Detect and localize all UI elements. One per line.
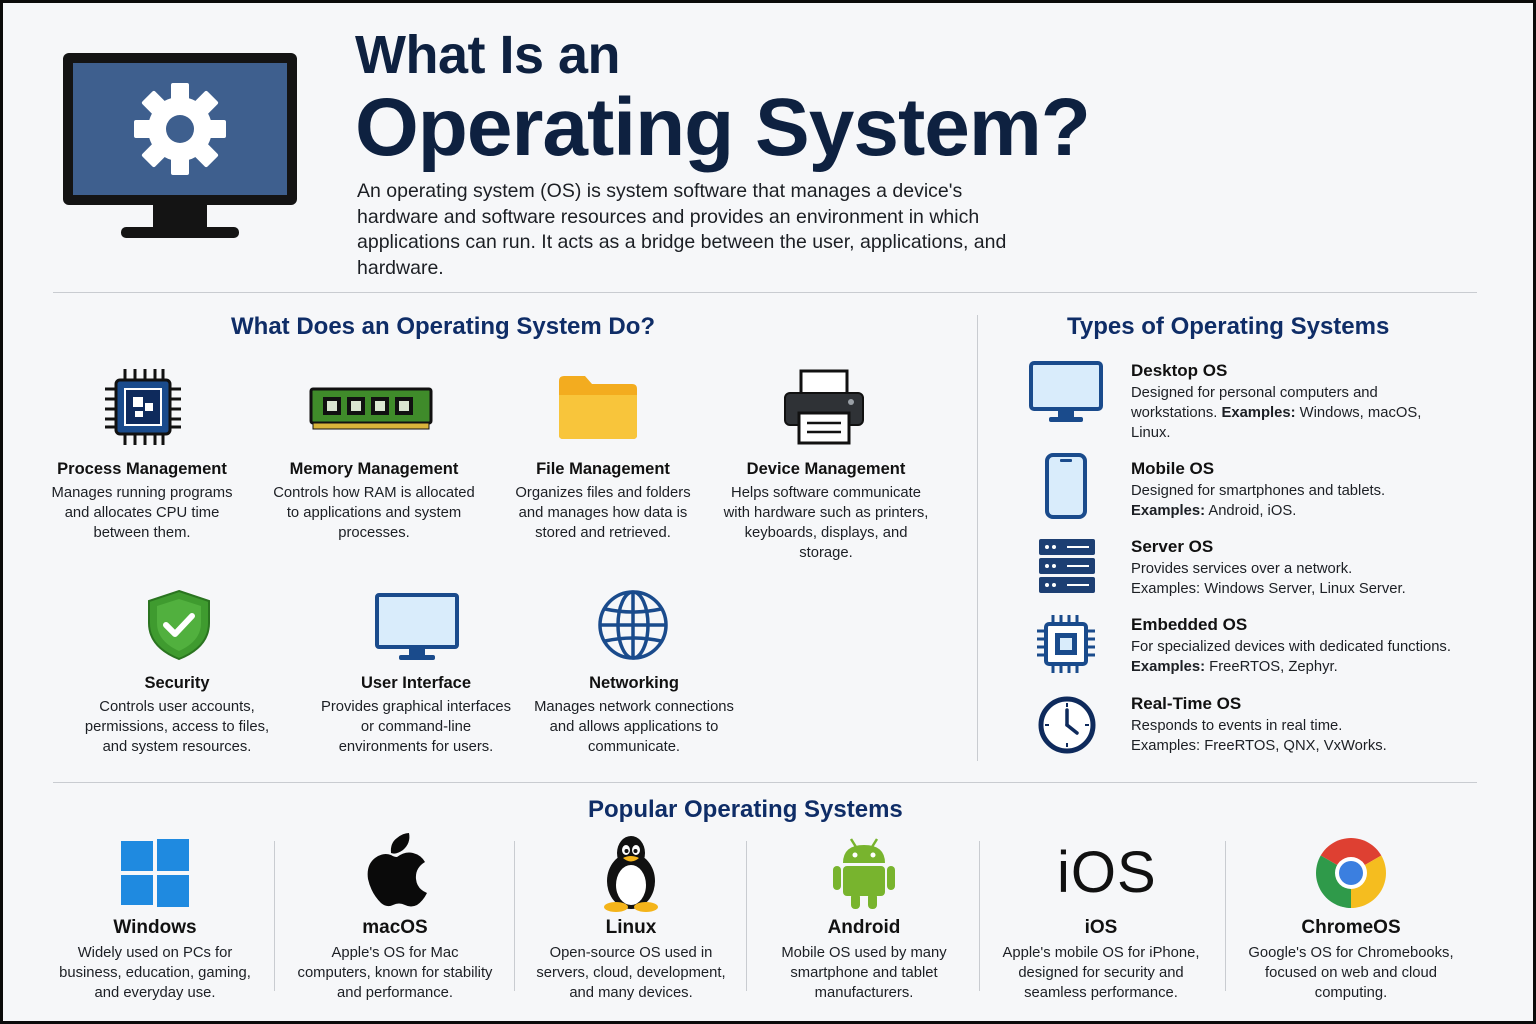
- type-desc: Designed for personal computers and work…: [1131, 385, 1422, 441]
- divider-vertical: [977, 315, 978, 761]
- printer-icon: [784, 369, 864, 445]
- popular-title: iOS: [1084, 917, 1118, 938]
- clock-icon: [1038, 696, 1096, 754]
- types-section-title: Types of Operating Systems: [1067, 313, 1390, 340]
- chrome-logo-icon: [1316, 838, 1386, 908]
- popular-separator: [979, 841, 980, 991]
- type-desc: Responds to events in real time.Examples…: [1131, 718, 1387, 754]
- type-title: Server OS: [1131, 537, 1214, 556]
- feature-title: Memory Management: [289, 460, 459, 478]
- popular-linux: Linux Open-source OS used in servers, cl…: [525, 917, 737, 1003]
- ram-icon: [309, 387, 433, 430]
- android-robot-icon: [833, 838, 895, 909]
- type-embedded-os: Embedded OS For specialized devices with…: [1131, 615, 1461, 677]
- popular-ios: iOS Apple's mobile OS for iPhone, design…: [991, 917, 1211, 1003]
- windows-logo-icon: [121, 839, 189, 907]
- type-mobile-os: Mobile OS Designed for smartphones and t…: [1131, 459, 1451, 521]
- cpu-icon: [105, 369, 181, 445]
- intro-paragraph: An operating system (OS) is system softw…: [357, 180, 1007, 279]
- feature-desc: Controls how RAM is allocated to applica…: [273, 485, 475, 541]
- feature-desc: Controls user accounts, permissions, acc…: [84, 699, 270, 755]
- type-title: Mobile OS: [1131, 459, 1215, 478]
- feature-title: File Management: [536, 460, 670, 478]
- functions-section-title: What Does an Operating System Do?: [231, 313, 656, 340]
- feature-title: Process Management: [57, 460, 227, 478]
- type-desc: For specialized devices with dedicated f…: [1131, 639, 1451, 675]
- popular-separator: [746, 841, 747, 991]
- type-desc: Designed for smartphones and tablets.Exa…: [1131, 483, 1386, 519]
- feature-desc: Organizes files and folders and manages …: [515, 485, 691, 541]
- feature-title: User Interface: [360, 674, 472, 692]
- title-line-1: What Is an: [355, 25, 621, 85]
- popular-title: Windows: [113, 917, 197, 938]
- popular-title: Android: [827, 917, 901, 938]
- feature-desc: Manages network connections and allows a…: [534, 699, 734, 755]
- tux-penguin-icon: [604, 836, 658, 912]
- apple-logo-icon: [367, 833, 427, 907]
- popular-title: macOS: [362, 917, 428, 938]
- type-title: Embedded OS: [1131, 615, 1248, 634]
- popular-desc: Open-source OS used in servers, cloud, d…: [536, 945, 726, 1001]
- shield-icon: [148, 589, 210, 661]
- popular-separator: [1225, 841, 1226, 991]
- monitor-icon: [375, 593, 459, 660]
- feature-title: Networking: [589, 674, 679, 692]
- popular-chromeos: ChromeOS Google's OS for Chromebooks, fo…: [1237, 917, 1465, 1003]
- type-real-time-os: Real-Time OS Responds to events in real …: [1131, 694, 1451, 756]
- popular-desc: Widely used on PCs for business, educati…: [59, 945, 251, 1001]
- page-title: Operating System?: [355, 82, 1091, 173]
- popular-desc: Apple's mobile OS for iPhone, designed f…: [1002, 945, 1200, 1001]
- feature-device-management: Device Management Helps software communi…: [723, 460, 929, 563]
- chip-icon: [1037, 615, 1095, 673]
- popular-title: Linux: [605, 917, 657, 938]
- type-title: Desktop OS: [1131, 361, 1228, 380]
- folder-icon: [559, 376, 637, 439]
- popular-section-title: Popular Operating Systems: [588, 796, 903, 823]
- divider-top: [53, 292, 1477, 293]
- feature-security: Security Controls user accounts, permiss…: [75, 674, 279, 757]
- globe-icon: [598, 590, 668, 660]
- popular-windows: Windows Widely used on PCs for business,…: [55, 917, 255, 1003]
- feature-user-interface: User Interface Provides graphical interf…: [315, 674, 517, 757]
- type-desc: Provides services over a network.Example…: [1131, 561, 1406, 597]
- feature-title: Security: [144, 674, 210, 692]
- feature-networking: Networking Manages network connections a…: [523, 674, 745, 757]
- popular-desc: Google's OS for Chromebooks, focused on …: [1248, 945, 1454, 1001]
- desktop-icon: [1029, 361, 1103, 422]
- type-title: Real-Time OS: [1131, 694, 1242, 713]
- type-desktop-os: Desktop OS Designed for personal compute…: [1131, 361, 1451, 443]
- type-server-os: Server OS Provides services over a netwo…: [1131, 537, 1451, 599]
- feature-desc: Helps software communicate with hardware…: [723, 485, 929, 561]
- popular-desc: Mobile OS used by many smartphone and ta…: [781, 945, 947, 1001]
- divider-bottom: [53, 782, 1477, 783]
- feature-desc: Manages running programs and allocates C…: [51, 485, 233, 541]
- monitor-gear-icon: [63, 53, 297, 238]
- popular-macos: macOS Apple's OS for Mac computers, know…: [293, 917, 497, 1003]
- feature-title: Device Management: [746, 460, 906, 478]
- feature-desc: Provides graphical interfaces or command…: [321, 699, 511, 755]
- popular-android: Android Mobile OS used by many smartphon…: [767, 917, 961, 1003]
- popular-desc: Apple's OS for Mac computers, known for …: [297, 945, 493, 1001]
- ios-wordmark-icon: iOS: [1057, 840, 1157, 905]
- feature-memory-management: Memory Management Controls how RAM is al…: [273, 460, 475, 543]
- popular-title: ChromeOS: [1301, 917, 1401, 938]
- popular-separator: [274, 841, 275, 991]
- feature-process-management: Process Management Manages running progr…: [39, 460, 245, 543]
- popular-separator: [514, 841, 515, 991]
- server-icon: [1039, 539, 1095, 593]
- feature-file-management: File Management Organizes files and fold…: [505, 460, 701, 543]
- smartphone-icon: [1045, 453, 1087, 519]
